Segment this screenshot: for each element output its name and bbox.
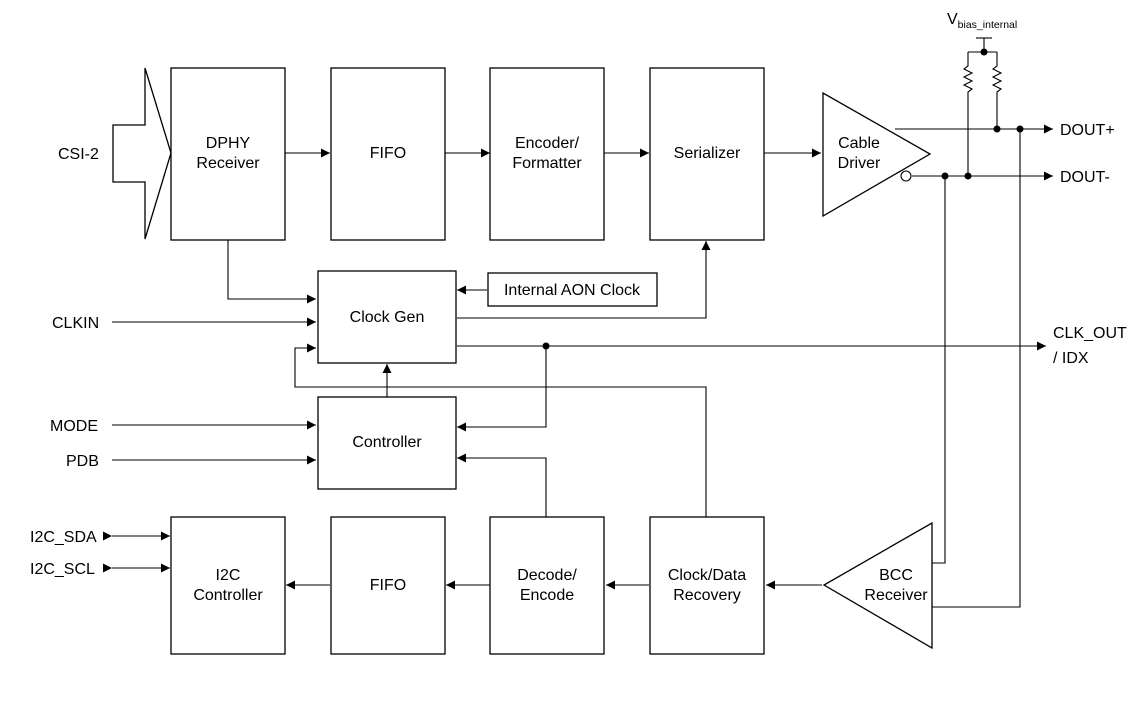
fifo-rx-label: FIFO — [370, 577, 406, 594]
fifo-tx-label: FIFO — [370, 145, 406, 162]
encoder-formatter-label-1: Encoder/ — [515, 135, 580, 152]
clk-out-label: CLK_OUT — [1053, 325, 1127, 342]
junction-dot — [941, 172, 949, 180]
wire-dphy-to-clockgen — [227, 240, 316, 304]
decode-encode-block — [489, 516, 605, 655]
decode-encode-label-2: Encode — [520, 587, 574, 604]
i2c-controller-block — [170, 516, 286, 655]
vbias-subscript: bias_internal — [958, 19, 1018, 31]
wire-cdr-to-clockgen — [294, 343, 707, 517]
cable-driver-label-1: Cable — [838, 135, 880, 152]
clock-gen-label: Clock Gen — [350, 309, 425, 326]
resistor-left — [962, 52, 974, 176]
bcc-receiver-label-1: BCC — [879, 567, 913, 584]
fifo-tx-block — [330, 67, 446, 241]
encoder-formatter-label-2: Formatter — [512, 155, 582, 172]
junction-dot — [964, 172, 972, 180]
i2c-controller-label-2: Controller — [193, 587, 263, 604]
vbias-label: Vbias_internal — [947, 11, 1017, 31]
wire-clockgen-to-serializer — [457, 241, 711, 319]
signal-labels: CSI-2 CLKIN MODE PDB I2C_SDA I2C_SCL DOU… — [30, 11, 1127, 578]
blocks: DPHY Receiver FIFO Encoder/ Formatter Se… — [112, 67, 933, 655]
idx-label: / IDX — [1053, 350, 1089, 367]
controller-label: Controller — [352, 434, 422, 451]
wires — [103, 37, 1053, 608]
csi2-input-arrow-icon — [112, 67, 172, 240]
junction-dot — [980, 48, 988, 56]
junction-dot — [542, 342, 550, 350]
i2c-controller-label-1: I2C — [216, 567, 241, 584]
wire-dout-minus-to-bcc — [930, 176, 946, 564]
junctions — [542, 48, 1024, 350]
pdb-label: PDB — [66, 453, 99, 470]
encoder-formatter-block — [489, 67, 605, 241]
cable-driver-label-2: Driver — [838, 155, 881, 172]
cable-driver-triangle — [822, 91, 932, 218]
serializer-label: Serializer — [674, 145, 741, 162]
decode-encode-label-1: Decode/ — [517, 567, 577, 584]
i2c-scl-label: I2C_SCL — [30, 561, 95, 578]
i2c-sda-label: I2C_SDA — [30, 529, 97, 546]
wire-dout-plus-to-bcc — [930, 129, 1021, 608]
clock-data-recovery-label-2: Recovery — [673, 587, 741, 604]
csi2-label: CSI-2 — [58, 146, 99, 163]
internal-aon-clock-block — [487, 272, 658, 307]
clock-data-recovery-block — [649, 516, 765, 655]
inverting-bubble-icon — [900, 170, 912, 182]
clkin-label: CLKIN — [52, 315, 99, 332]
resistor-right — [991, 52, 1003, 129]
dout-plus-label: DOUT+ — [1060, 122, 1115, 139]
bcc-receiver-label-2: Receiver — [864, 587, 928, 604]
clock-data-recovery-label-1: Clock/Data — [668, 567, 746, 584]
dphy-receiver-block — [170, 67, 286, 241]
junction-dot — [1016, 125, 1024, 133]
mode-label: MODE — [50, 418, 98, 435]
wire-clkout-to-controller — [457, 346, 547, 432]
dphy-receiver-label-2: Receiver — [196, 155, 260, 172]
junction-dot — [993, 125, 1001, 133]
vbias-main: V — [947, 11, 958, 28]
wire-controller-decode — [457, 453, 551, 526]
clock-gen-block — [317, 270, 457, 364]
controller-block — [317, 396, 457, 490]
fifo-rx-block — [330, 516, 446, 655]
dphy-receiver-label-1: DPHY — [206, 135, 251, 152]
internal-aon-clock-label: Internal AON Clock — [504, 282, 641, 299]
serializer-block — [649, 67, 765, 241]
dout-minus-label: DOUT- — [1060, 169, 1110, 186]
bcc-receiver-triangle — [822, 521, 933, 650]
